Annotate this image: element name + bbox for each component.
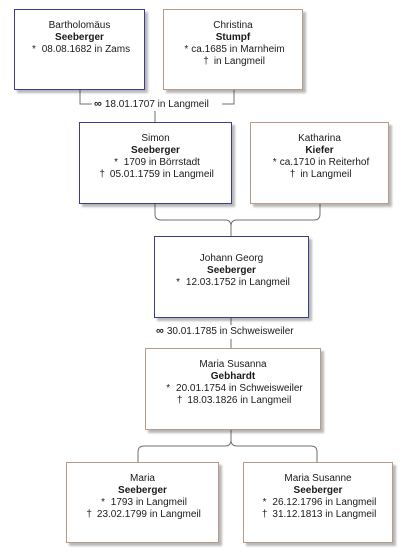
birth-line: *ca.1710 in Reiterhof bbox=[251, 157, 388, 169]
death-symbol-icon: † bbox=[176, 395, 183, 406]
person-box-johann-georg[interactable]: Johann Georg Seeberger * 12.03.1752 in L… bbox=[154, 236, 309, 318]
first-name: Maria Susanna bbox=[199, 359, 267, 370]
birth-line: * 08.08.1682 in Zams bbox=[15, 44, 144, 56]
first-name: Christina bbox=[213, 20, 253, 31]
birth-text: ca.1685 in Marnheim bbox=[191, 44, 285, 55]
death-symbol-icon: † bbox=[203, 56, 209, 67]
death-line: † 18.03.1826 in Langmeil bbox=[146, 395, 320, 407]
death-text: 31.12.1813 in Langmeil bbox=[272, 509, 377, 520]
death-symbol-icon: † bbox=[86, 509, 92, 520]
birth-text: 26.12.1796 in Langmeil bbox=[272, 497, 377, 508]
connector-bartholomaeus bbox=[79, 90, 92, 105]
first-name: Johann Georg bbox=[199, 253, 264, 264]
birth-text: 1793 in Langmeil bbox=[110, 497, 187, 508]
first-name: Maria Susanne bbox=[284, 473, 352, 484]
person-box-maria-susanna[interactable]: Maria Susanna Gebhardt * 20.01.1754 in S… bbox=[145, 348, 321, 430]
death-text: in Langmeil bbox=[300, 169, 352, 180]
birth-text: ca.1710 in Reiterhof bbox=[279, 157, 370, 168]
person-box-simon[interactable]: Simon Seeberger * 1709 in Börrstadt † 05… bbox=[79, 122, 232, 204]
birth-line: * 1793 in Langmeil bbox=[67, 497, 218, 509]
death-line: † in Langmeil bbox=[251, 169, 388, 181]
birth-line: * 20.01.1754 in Schweisweiler bbox=[146, 383, 320, 395]
birth-symbol-icon: * bbox=[262, 497, 267, 508]
connector-simon bbox=[154, 204, 232, 236]
birth-line: * 26.12.1796 in Langmeil bbox=[244, 497, 392, 509]
birth-symbol-icon: * bbox=[176, 277, 181, 288]
last-name: Seeberger bbox=[55, 32, 104, 43]
death-text: in Langmeil bbox=[213, 56, 265, 67]
person-box-maria-susanne[interactable]: Maria Susanne Seeberger * 26.12.1796 in … bbox=[243, 462, 393, 543]
connector-children-bar bbox=[137, 430, 318, 462]
first-name: Katharina bbox=[298, 133, 341, 144]
birth-symbol-icon: * bbox=[272, 157, 277, 168]
birth-line: * 1709 in Börrstadt bbox=[80, 157, 231, 169]
marriage-text: 18.01.1707 in Langmeil bbox=[104, 99, 209, 110]
birth-line: *ca.1685 in Marnheim bbox=[164, 44, 302, 56]
birth-symbol-icon: * bbox=[101, 497, 105, 508]
death-symbol-icon: † bbox=[261, 509, 268, 520]
person-box-christina[interactable]: Christina Stumpf *ca.1685 in Marnheim † … bbox=[163, 9, 303, 90]
last-name: Kiefer bbox=[305, 145, 334, 156]
last-name: Stumpf bbox=[215, 32, 251, 43]
death-text: 05.01.1759 in Langmeil bbox=[109, 169, 214, 180]
first-name: Maria bbox=[129, 473, 155, 484]
marriage-rings-icon: ∞ bbox=[156, 325, 164, 337]
person-box-katharina[interactable]: Katharina Kiefer *ca.1710 in Reiterhof †… bbox=[250, 122, 389, 204]
person-box-bartholomaeus[interactable]: Bartholomäus Seeberger * 08.08.1682 in Z… bbox=[14, 9, 145, 90]
marriage-rings-icon: ∞ bbox=[94, 98, 102, 110]
connector-katharina bbox=[230, 204, 321, 227]
birth-symbol-icon: * bbox=[166, 383, 171, 394]
birth-symbol-icon: * bbox=[184, 44, 189, 55]
birth-text: 08.08.1682 in Zams bbox=[41, 44, 131, 55]
death-symbol-icon: † bbox=[99, 169, 105, 180]
death-line: † 05.01.1759 in Langmeil bbox=[80, 169, 231, 181]
birth-symbol-icon: * bbox=[31, 44, 36, 55]
connector-christina bbox=[222, 90, 235, 105]
death-line: † 31.12.1813 in Langmeil bbox=[244, 509, 392, 521]
marriage-label-1: ∞18.01.1707 in Langmeil bbox=[92, 98, 211, 111]
last-name: Seeberger bbox=[207, 265, 256, 276]
last-name: Seeberger bbox=[131, 145, 180, 156]
death-text: 18.03.1826 in Langmeil bbox=[187, 395, 292, 406]
birth-line: * 12.03.1752 in Langmeil bbox=[155, 277, 308, 289]
birth-text: 12.03.1752 in Langmeil bbox=[185, 277, 290, 288]
last-name: Gebhardt bbox=[210, 371, 256, 382]
death-text: 23.02.1799 in Langmeil bbox=[96, 509, 201, 520]
birth-text: 20.01.1754 in Schweisweiler bbox=[176, 383, 303, 394]
death-line: † in Langmeil bbox=[164, 56, 302, 68]
marriage-text: 30.01.1785 in Schweisweiler bbox=[166, 326, 294, 337]
birth-text: 1709 in Börrstadt bbox=[123, 157, 200, 168]
person-box-maria[interactable]: Maria Seeberger * 1793 in Langmeil † 23.… bbox=[66, 462, 219, 543]
last-name: Seeberger bbox=[293, 485, 343, 496]
first-name: Simon bbox=[141, 133, 170, 144]
last-name: Seeberger bbox=[118, 485, 167, 496]
marriage-label-2: ∞30.01.1785 in Schweisweiler bbox=[154, 325, 296, 338]
birth-symbol-icon: * bbox=[114, 157, 118, 168]
death-line: † 23.02.1799 in Langmeil bbox=[67, 509, 218, 521]
death-symbol-icon: † bbox=[289, 169, 296, 180]
first-name: Bartholomäus bbox=[48, 20, 111, 31]
